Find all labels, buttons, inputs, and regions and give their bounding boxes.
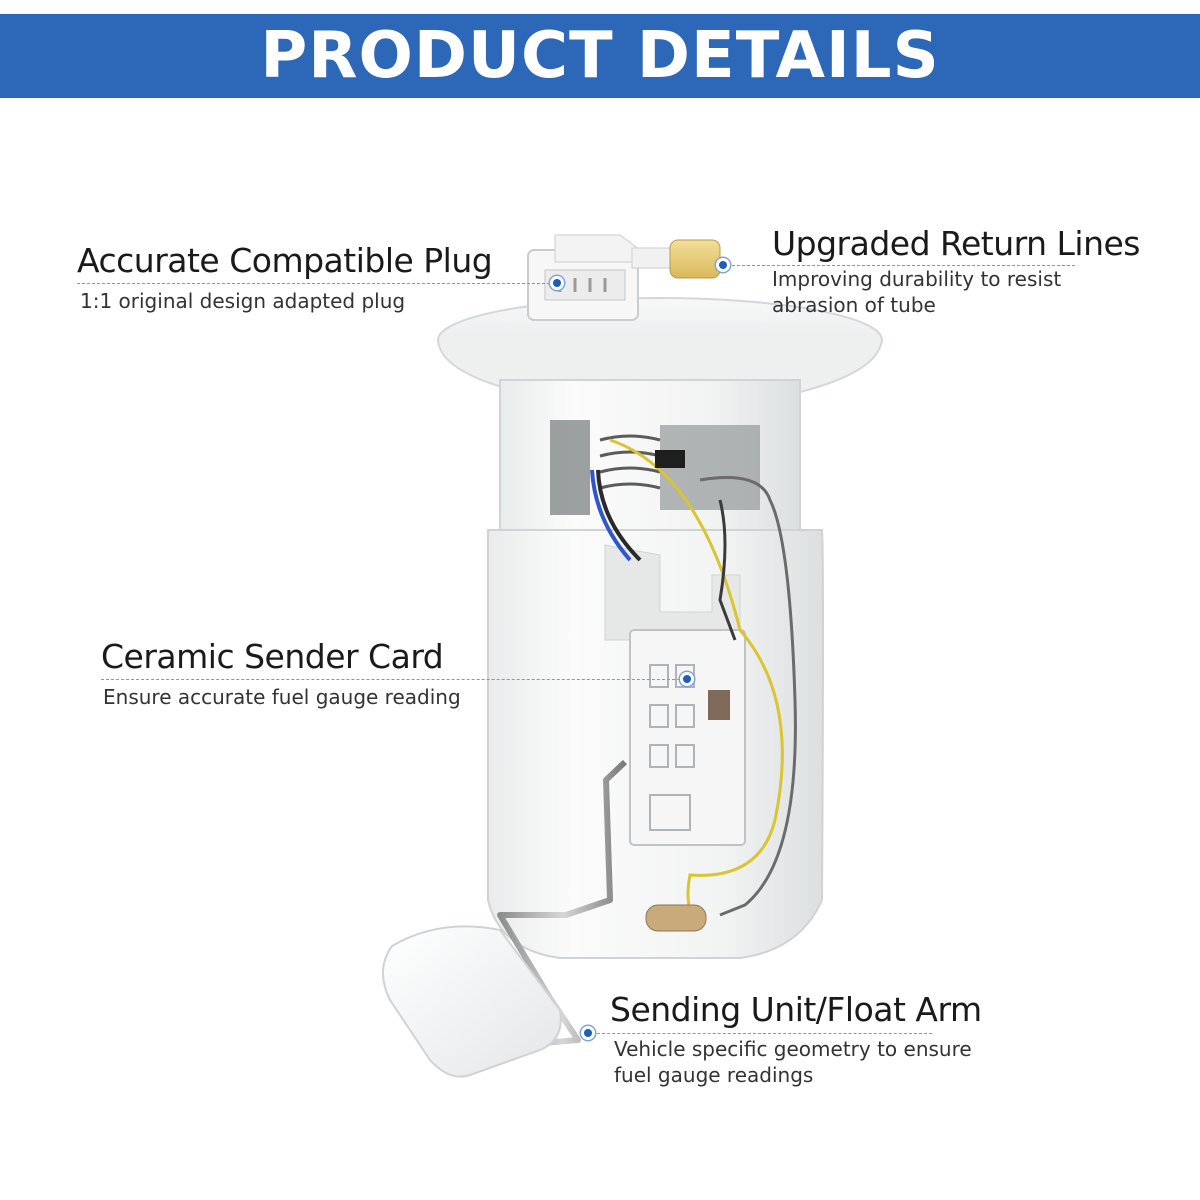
float-arm-callout-description-line1: Vehicle specific geometry to ensure: [614, 1037, 972, 1061]
float-arm-leader-line: [592, 1033, 932, 1034]
plug-callout-description: 1:1 original design adapted plug: [80, 289, 406, 313]
float-arm-marker-dot: [584, 1029, 592, 1037]
plug-callout-title: Accurate Compatible Plug: [77, 241, 493, 280]
return-lines-callout-description-line2: abrasion of tube: [772, 293, 936, 317]
float-arm-callout-description-line2: fuel gauge readings: [614, 1063, 814, 1087]
return-lines-marker-dot: [719, 261, 727, 269]
float-arm-callout-title: Sending Unit/Float Arm: [610, 990, 982, 1029]
sender-card-callout-description: Ensure accurate fuel gauge reading: [103, 685, 461, 709]
sender-card-callout-title: Ceramic Sender Card: [101, 637, 444, 676]
header-banner: PRODUCT DETAILS: [0, 14, 1200, 98]
return-lines-callout-title: Upgraded Return Lines: [772, 224, 1141, 263]
sender-card-marker-dot: [683, 675, 691, 683]
plug-marker-dot: [553, 279, 561, 287]
plug-leader-line: [77, 283, 555, 284]
page-title: PRODUCT DETAILS: [260, 19, 940, 93]
sender-card-leader-line: [101, 679, 685, 680]
return-lines-leader-line: [727, 265, 1075, 266]
return-lines-callout-description-line1: Improving durability to resist: [772, 267, 1062, 291]
